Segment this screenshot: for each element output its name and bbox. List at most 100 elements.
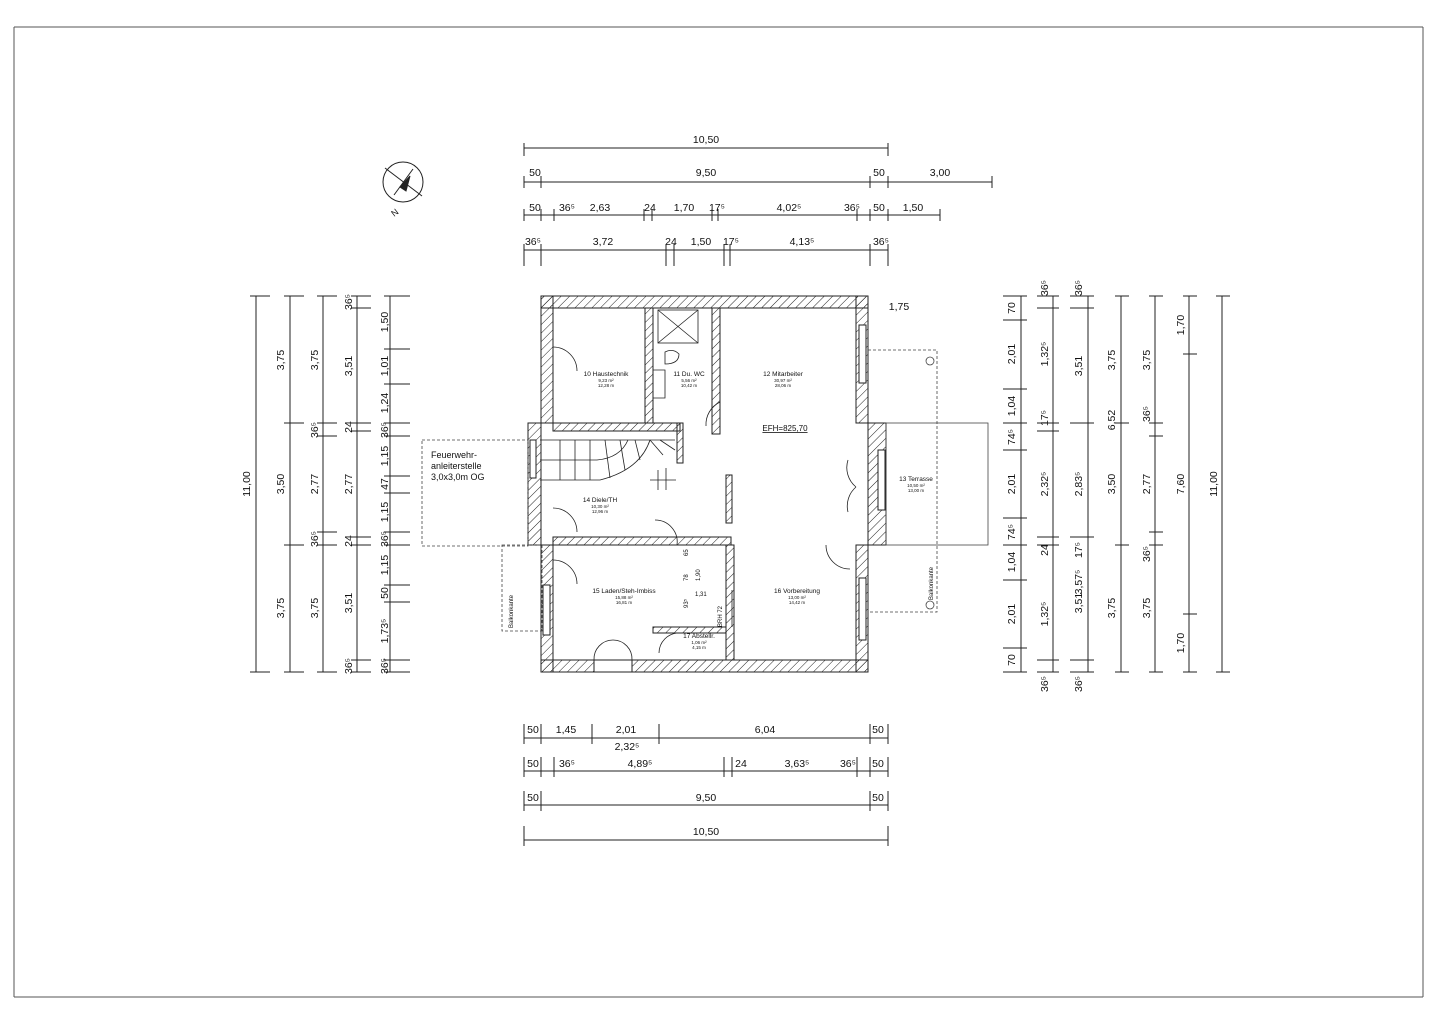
left-dim: 1,15 [379,446,391,467]
room-area: 10,50 m² [907,483,925,488]
north-label: N [389,207,400,219]
inner-dim: 1,31 [695,592,707,598]
finished-floor-height: EFH=825,70 [762,424,808,433]
left-dim: 1,01 [379,356,391,377]
right-dim: 1,70 [1175,633,1187,654]
top-dim: 9,50 [696,167,717,179]
left-dimension-labels: 11,00 3,75 3,50 3,75 3,75 36⁵ 2,77 36⁵ 3… [241,294,391,674]
left-dim: 24 [343,421,355,433]
right-dim: 3,75 [1141,350,1153,371]
fire-access-line: Feuerwehr- [431,450,477,460]
right-dim: 17⁵ [1073,542,1085,558]
bottom-dim: 36⁵ [840,758,856,770]
right-dim: 2,83⁵ [1073,472,1085,497]
room-name: 17 Abstellr. [683,633,715,640]
right-dim-total: 11,00 [1208,471,1220,497]
left-dim: 47 [379,478,391,490]
room-perimeter: 16,81 m [616,600,633,605]
left-dim: 1,24 [379,393,391,414]
bottom-dim-sub: 2,32⁵ [615,741,640,753]
right-dim: 17⁵ [1039,410,1051,426]
bottom-dim: 50 [872,758,884,770]
bottom-dim: 6,04 [755,724,776,736]
room-perimeter: 28,06 m [775,383,792,388]
bottom-dim: 9,50 [696,792,717,804]
right-dim: 70 [1006,302,1018,314]
right-dimension-chains [1003,295,1230,673]
inner-dim: BRH 72 [718,605,724,627]
left-dim: 3,75 [275,598,287,619]
room-labels: 10 Haustechnik 9,23 m² 12,28 m 11 Du. WC… [583,371,933,650]
bottom-dimension-chains [523,724,889,846]
right-dim: 1,04 [1006,552,1018,573]
right-dim: 2,01 [1006,474,1018,495]
inner-dim: 78 [684,574,690,581]
top-dim: 1,50 [903,202,924,214]
top-dim: 1,50 [691,236,712,248]
room-perimeter: 4,15 m [692,645,706,650]
right-dim: 36⁵ [1073,280,1085,296]
building-walls [527,295,887,673]
room-perimeter: 12,28 m [598,383,615,388]
room-perimeter: 13,00 m [908,488,925,493]
fire-access-line: anleiterstelle [431,461,482,471]
left-dim: 24 [343,535,355,547]
inner-dim: 93⁵ [683,598,690,608]
right-dim: 36⁵ [1141,546,1153,562]
room-area: 9,23 m² [598,378,614,383]
bottom-dimension-labels: 50 1,45 2,01 6,04 50 2,32⁵ 50 36⁵ 4,89⁵ … [527,724,884,838]
sheet-frame [13,26,1424,998]
left-dim: 36⁵ [309,422,321,438]
left-dim: 3,75 [309,350,321,371]
right-dim: 1,32⁵ [1039,342,1051,367]
left-dimension-chains [250,295,410,673]
right-dim: 1,04 [1006,396,1018,417]
right-dim: 36⁵ [1039,280,1051,296]
right-dim: 3,57⁵ [1073,570,1085,595]
room-name: 10 Haustechnik [584,371,630,378]
top-dim: 4,02⁵ [777,202,802,214]
left-dim: 36⁵ [379,422,391,438]
right-dim: 74⁵ [1006,524,1018,540]
top-dim: 50 [529,202,541,214]
room-area: 13,00 m² [788,595,806,600]
right-dim: 3,75 [1106,598,1118,619]
room-perimeter: 14,42 m [789,600,806,605]
room-name: 16 Vorbereitung [774,588,820,595]
fire-access-note: Feuerwehr- anleiterstelle 3,0x3,0m OG [431,450,485,482]
right-dim: 3,50 [1106,474,1118,495]
bottom-dim: 50 [872,724,884,736]
bottom-dim: 50 [527,792,539,804]
bottom-dim: 4,89⁵ [628,758,653,770]
room-name: 13 Terrasse [899,476,933,483]
bottom-dim: 36⁵ [559,758,575,770]
top-dim: 36⁵ [844,202,860,214]
room-area: 15,88 m² [615,595,633,600]
top-dim: 24 [665,236,677,248]
left-dim: 1,50 [379,312,391,333]
bottom-dim: 24 [735,758,747,770]
top-dim: 50 [873,167,885,179]
right-dim: 3,51 [1073,593,1085,614]
room-area: 5,56 m² [681,378,697,383]
right-dim: 7,60 [1175,474,1187,495]
doors-and-fixtures [540,309,857,661]
outside-zones [421,349,989,632]
north-arrow-icon: N [382,161,424,219]
inner-dimensions: 65 78 1,90 93⁵ 1,31 BRH 72 [683,549,724,627]
left-dim: 36⁵ [309,531,321,547]
top-dim: 17⁵ [709,202,725,214]
left-dim: 1,73⁵ [379,619,391,644]
room-area: 30,97 m² [774,378,792,383]
top-dim: 50 [873,202,885,214]
top-dimension-labels: 10,50 50 9,50 50 3,00 50 36⁵ 2,63 24 1,7… [525,134,950,313]
top-dim: 36⁵ [525,236,541,248]
inner-dim: 1,90 [696,569,702,581]
bottom-dim: 50 [527,724,539,736]
top-dim: 17⁵ [723,236,739,248]
bottom-dim: 2,01 [616,724,637,736]
top-dim: 36⁵ [559,202,575,214]
left-dim: 1,15 [379,555,391,576]
left-dim: 36⁵ [379,531,391,547]
